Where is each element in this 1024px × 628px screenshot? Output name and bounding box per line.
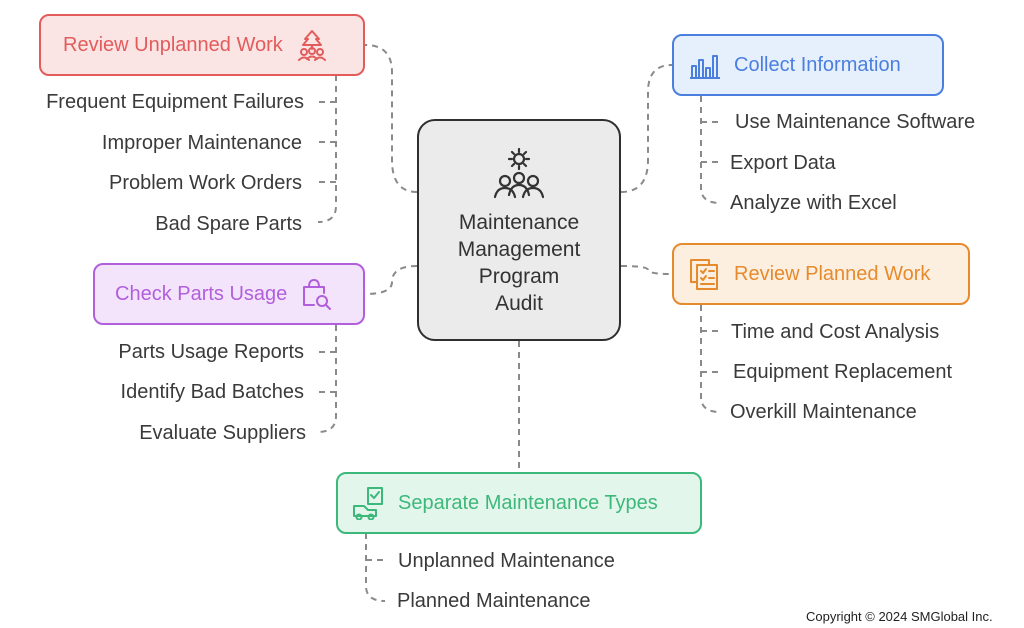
center-title: Maintenance Management Program Audit	[457, 211, 581, 315]
list-item-overkill-maintenance: Overkill Maintenance	[730, 401, 917, 423]
connector-center-unplanned	[364, 44, 418, 193]
connector-center-collect	[620, 64, 673, 193]
node-check-parts-usage: Check Parts Usage	[93, 263, 365, 325]
connector-collect-items	[700, 96, 721, 204]
connector-separate-items	[365, 533, 386, 602]
list-item-identify-bad-batches: Identify Bad Batches	[120, 381, 304, 403]
connector-center-planned	[620, 265, 673, 275]
node-review-planned-work: Review Planned Work	[672, 243, 970, 305]
connector-parts-items	[317, 325, 337, 433]
list-item-evaluate-suppliers: Evaluate Suppliers	[139, 422, 306, 444]
list-item-problem-work-orders: Problem Work Orders	[108, 172, 302, 194]
gear-team-icon	[489, 145, 549, 201]
list-item-improper-maintenance: Improper Maintenance	[101, 132, 302, 154]
checklist-icon	[688, 257, 722, 291]
center-node: Maintenance Management Program Audit	[417, 119, 621, 341]
node-label: Collect Information	[734, 53, 901, 76]
node-separate-maintenance-types: Separate Maintenance Types	[336, 472, 702, 534]
bag-search-icon	[299, 277, 333, 311]
truck-checklist-icon	[352, 486, 386, 520]
node-label: Review Planned Work	[734, 262, 931, 285]
list-item-export-data: Export Data	[730, 152, 836, 174]
connector-unplanned-items	[317, 75, 337, 223]
node-label: Separate Maintenance Types	[398, 491, 658, 514]
node-collect-information: Collect Information	[672, 34, 944, 96]
list-item-analyze-with-excel: Analyze with Excel	[730, 192, 897, 214]
list-item-bad-spare-parts: Bad Spare Parts	[155, 213, 302, 235]
list-item-parts-usage-reports: Parts Usage Reports	[118, 341, 304, 363]
list-item-frequent-equipment-failures: Frequent Equipment Failures	[46, 91, 304, 113]
list-item-use-maintenance-software: Use Maintenance Software	[735, 111, 976, 133]
list-item-unplanned-maintenance: Unplanned Maintenance	[398, 550, 615, 572]
bar-chart-icon	[688, 48, 722, 82]
list-item-equipment-replacement: Equipment Replacement	[733, 361, 953, 383]
connector-center-parts	[364, 265, 418, 295]
tree-group-icon	[295, 28, 329, 62]
node-review-unplanned-work: Review Unplanned Work	[39, 14, 365, 76]
list-item-planned-maintenance: Planned Maintenance	[397, 590, 591, 612]
connector-planned-items	[700, 305, 721, 413]
list-item-time-and-cost-analysis: Time and Cost Analysis	[731, 321, 940, 343]
copyright-text: Copyright © 2024 SMGlobal Inc.	[806, 609, 993, 624]
node-label: Check Parts Usage	[115, 282, 288, 305]
node-label: Review Unplanned Work	[63, 33, 283, 56]
